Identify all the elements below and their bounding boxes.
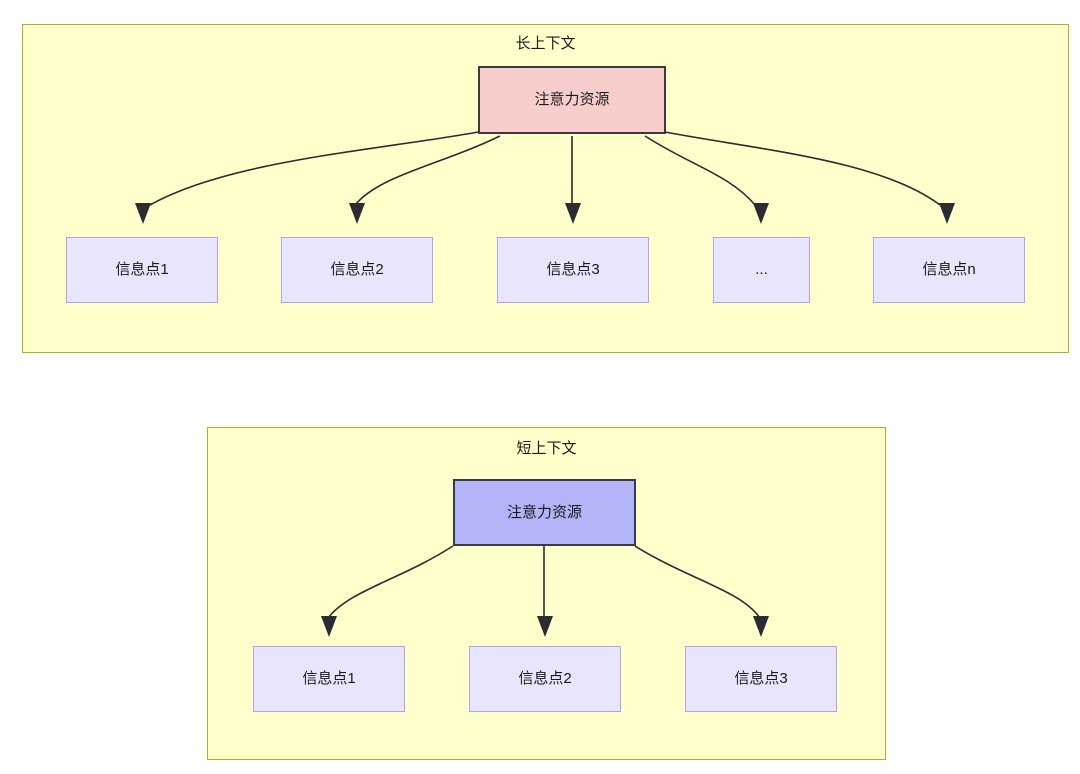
node-info-point-ellipsis-long-label: ...: [755, 261, 768, 278]
node-attention-resource-long-label: 注意力资源: [534, 91, 610, 108]
node-attention-resource-short-label: 注意力资源: [506, 503, 582, 521]
node-info-point-3-long[interactable]: 信息点3: [497, 237, 649, 303]
node-info-point-n-long[interactable]: 信息点n: [873, 237, 1025, 303]
node-info-point-2-short-label: 信息点2: [518, 670, 572, 687]
panel-short-context-title: 短上下文: [516, 440, 577, 457]
node-info-point-ellipsis-long[interactable]: ...: [713, 237, 810, 303]
panel-long-context-title: 长上下文: [515, 35, 576, 52]
node-info-point-2-long-label: 信息点2: [330, 261, 384, 278]
node-info-point-3-short[interactable]: 信息点3: [685, 646, 837, 712]
node-info-point-1-short-label: 信息点1: [302, 670, 356, 687]
node-info-point-3-short-label: 信息点3: [734, 670, 788, 687]
node-attention-resource-long[interactable]: 注意力资源: [478, 66, 666, 134]
node-info-point-1-long[interactable]: 信息点1: [66, 237, 218, 303]
node-info-point-1-long-label: 信息点1: [115, 261, 169, 278]
node-info-point-1-short[interactable]: 信息点1: [253, 646, 405, 712]
node-info-point-2-long[interactable]: 信息点2: [281, 237, 433, 303]
node-info-point-2-short[interactable]: 信息点2: [469, 646, 621, 712]
node-info-point-n-long-label: 信息点n: [922, 261, 976, 278]
node-info-point-3-long-label: 信息点3: [546, 261, 600, 278]
node-attention-resource-short[interactable]: 注意力资源: [453, 479, 636, 546]
